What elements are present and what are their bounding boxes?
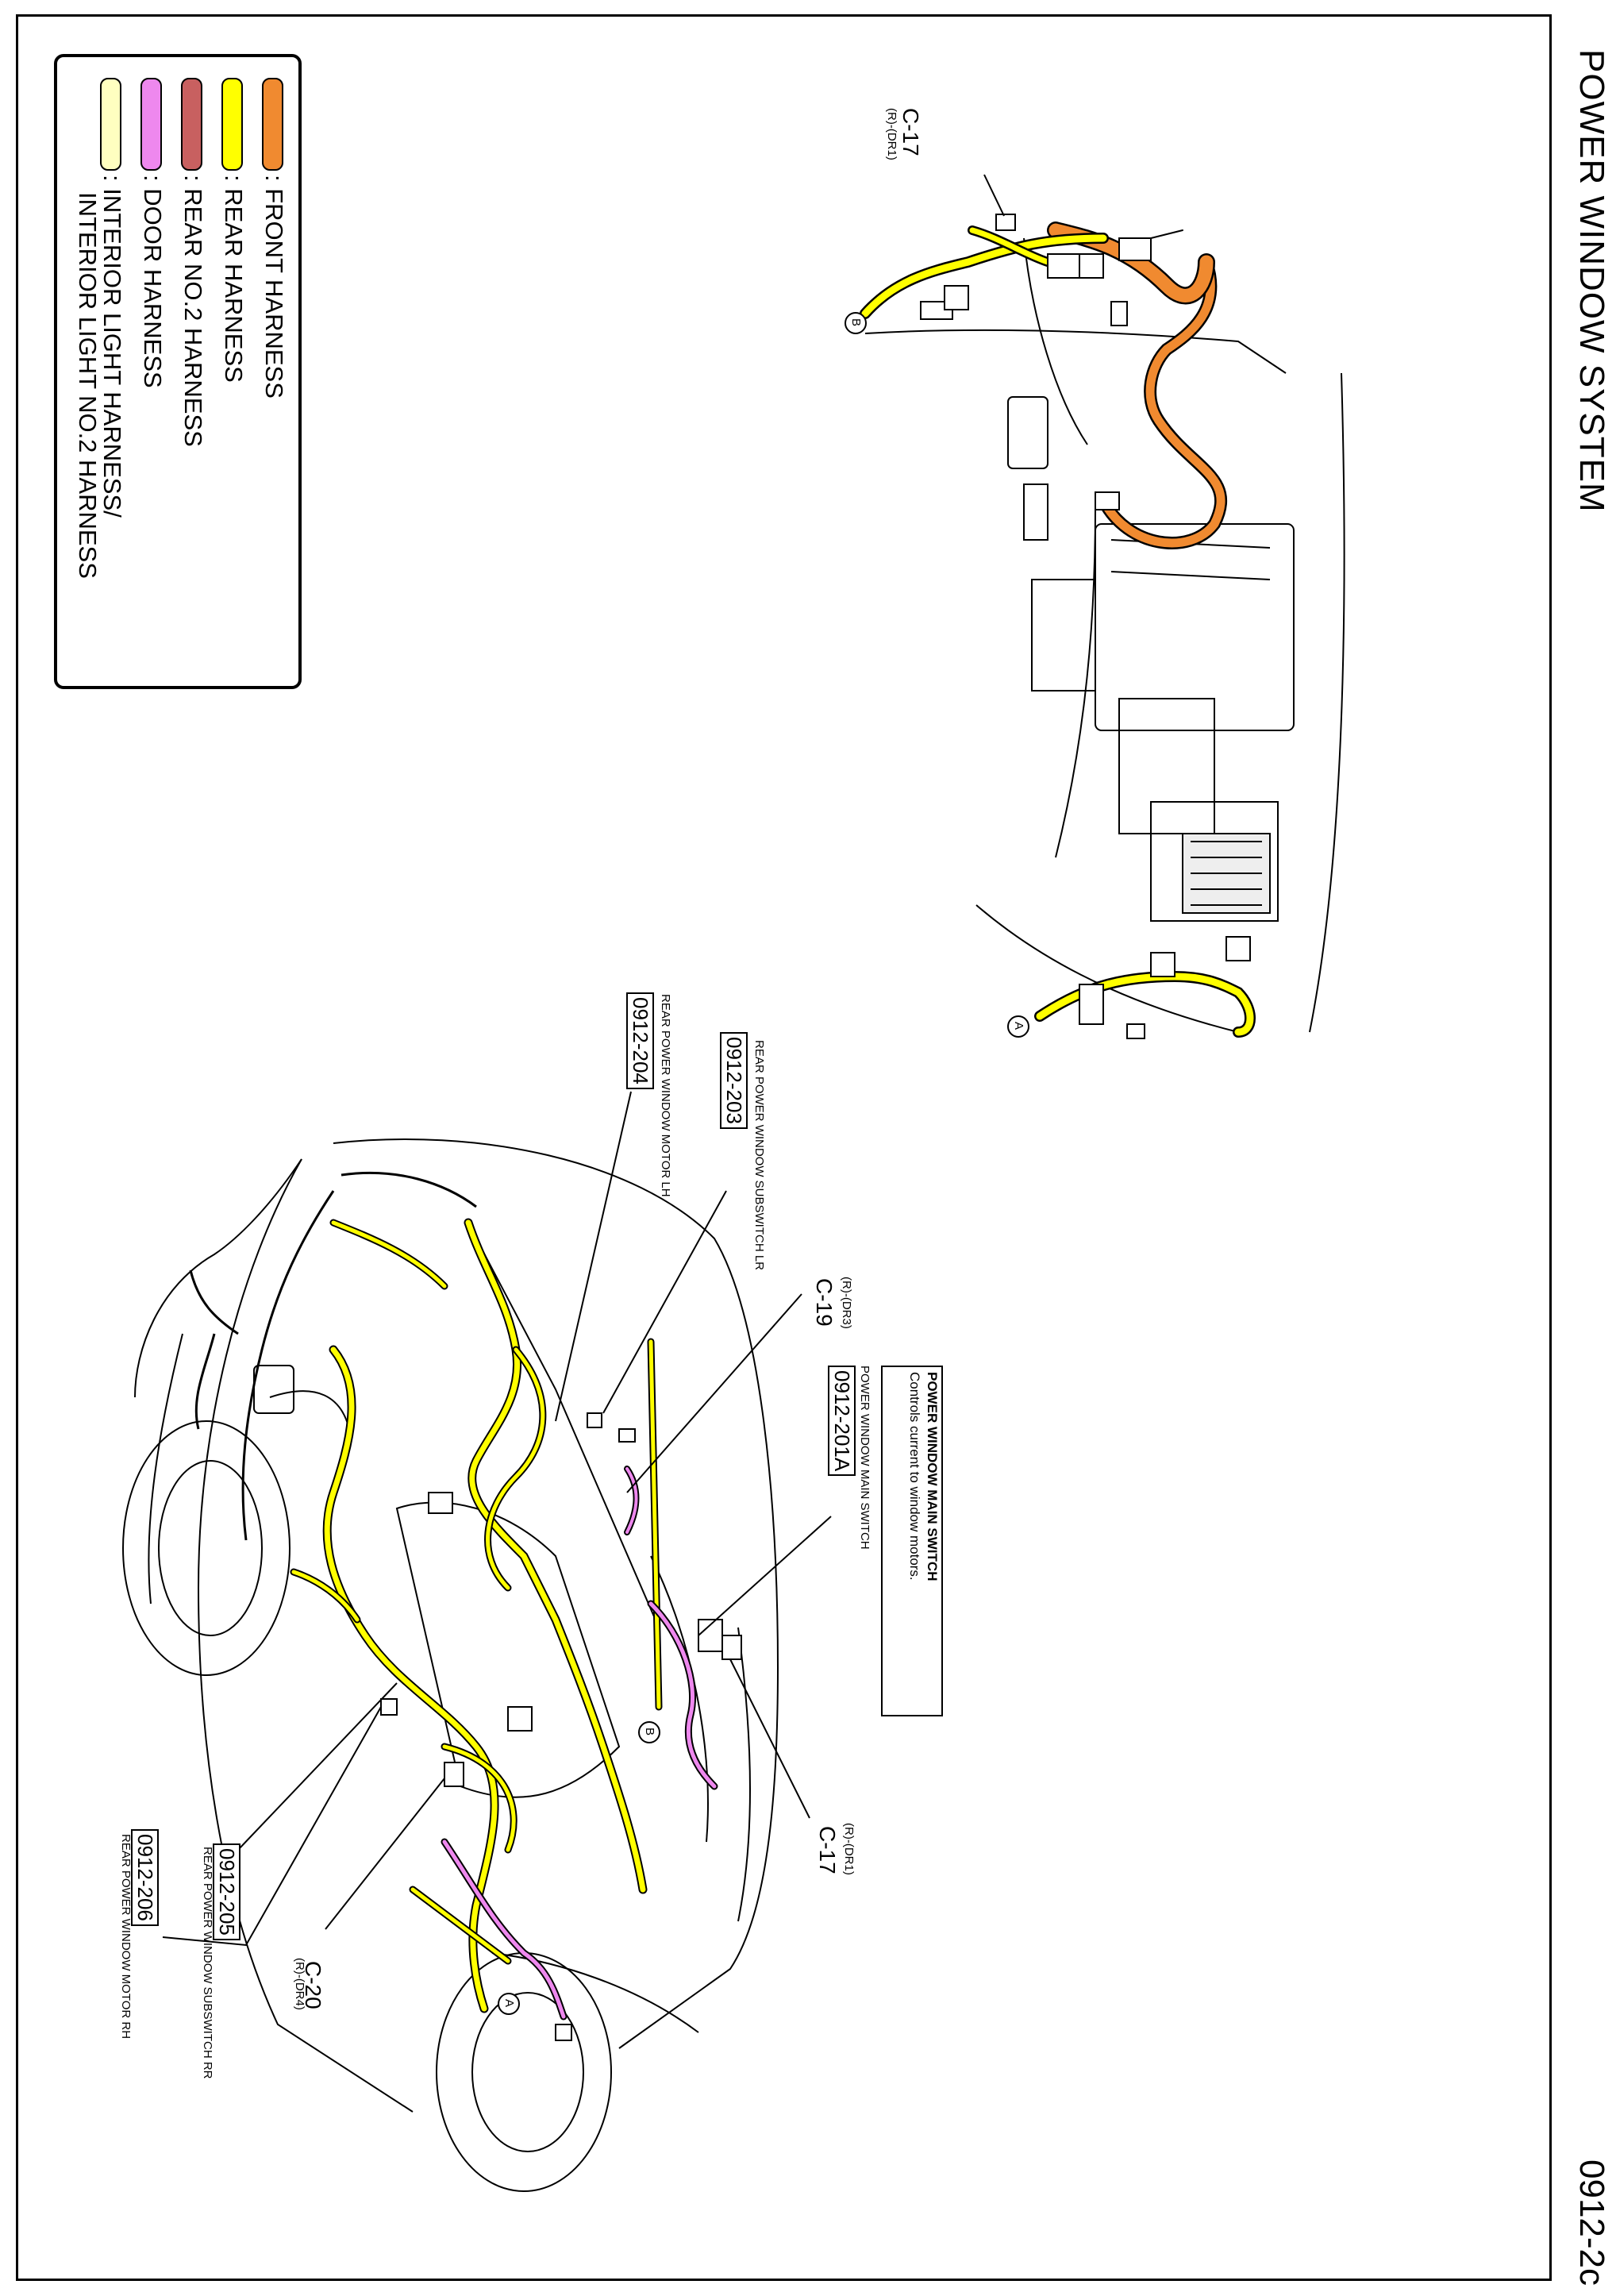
motor-rh-caption: REAR POWER WINDOW MOTOR RH [119,1834,133,2040]
marker-b-top [845,312,867,334]
marker-a-top [1007,1015,1029,1038]
callout-leaders [162,1091,832,1947]
legend-swatch-door [140,78,162,171]
legend-swatch-rear [221,78,243,171]
legend-swatch-front [262,78,283,171]
c17-top-code: (R)-(DR1) [885,108,898,160]
motor-lh-ref: 0912-204 [626,992,654,1089]
c17-top-label: C-17 [898,108,923,156]
car-body-outline [122,1138,779,2192]
main-switch-info-box: POWER WINDOW MAIN SWITCH Controls curren… [881,1366,943,1716]
c17-top-leader [983,174,1005,217]
rear-harness-car [290,1218,663,2013]
main-switch-desc: Controls current to window motors. [907,1372,922,1581]
dashboard-outline [864,237,1345,1033]
door-harness-car [441,1466,718,2021]
main-switch-title: POWER WINDOW MAIN SWITCH [925,1372,940,1581]
marker-a-car [498,1993,520,2015]
main-switch-ref: 0912-201A [828,1366,856,1477]
legend-swatch-rear-no2 [181,78,202,171]
marker-b-top-letter: B [849,318,863,327]
marker-a-car-letter: A [502,1999,516,2008]
c20-code: (R)-(DR4) [293,1958,306,2010]
interior-light-harness-car [189,1171,477,1541]
marker-b-car [638,1721,660,1743]
c19-code: (R)-(DR3) [840,1277,853,1329]
c19-label: C-19 [812,1278,837,1327]
page-frame [16,14,1552,2281]
motor-rh-ref: 0912-206 [131,1829,159,1926]
rear-harness-top [860,225,1256,1038]
car-connectors [380,1412,742,2041]
top-connectors [920,214,1251,1039]
marker-a-top-letter: A [1012,1022,1025,1031]
main-switch-caption: POWER WINDOW MAIN SWITCH [858,1366,871,1550]
legend-swatch-interior-light [100,78,121,171]
c17-car-code: (R)-(DR1) [842,1823,856,1875]
motor-lh-caption: REAR POWER WINDOW MOTOR LH [659,994,672,1197]
sub-rr-ref: 0912-205 [213,1843,240,1940]
sub-lr-caption: REAR POWER WINDOW SUBSWITCH LR [752,1040,766,1271]
marker-b-car-letter: B [643,1728,656,1736]
harness-legend: : FRONT HARNESS : REAR HARNESS : REAR NO… [54,54,302,689]
sub-lr-ref: 0912-203 [720,1032,748,1129]
c17-car-label: C-17 [815,1826,840,1874]
sub-rr-caption: REAR POWER WINDOW SUBSWITCH RR [201,1847,214,2079]
